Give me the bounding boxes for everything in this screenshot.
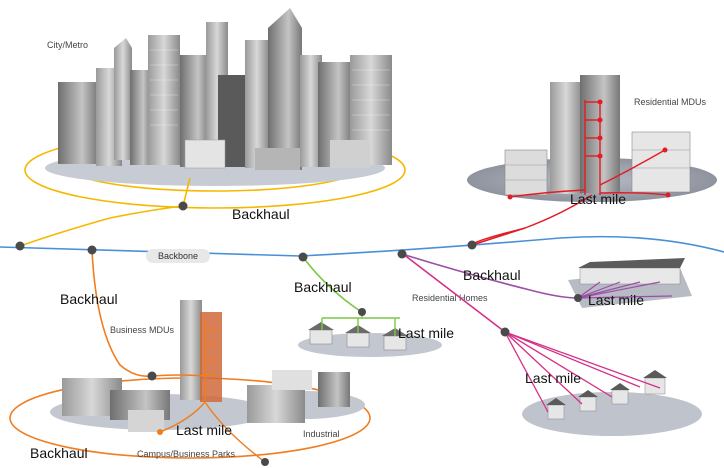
business-mdus-label: Business MDUs: [110, 325, 175, 335]
lastmile-pink-label: Last mile: [525, 370, 581, 386]
campus-label: Campus/Business Parks: [137, 449, 236, 459]
backhaul-left-line: [91, 249, 153, 378]
residential-mdus-cluster: Residential MDUs Last mile: [467, 75, 717, 246]
business-cluster: Business MDUs Industrial Campus/Business…: [9, 249, 371, 463]
mdu-feeder-line: [471, 227, 526, 246]
lastmile-center-label: Last mile: [398, 325, 454, 341]
backbone-label: Backbone: [158, 251, 198, 261]
pink-feeder-line: [402, 253, 506, 333]
backbone-line: [0, 235, 724, 257]
city-metro-label: City/Metro: [47, 40, 88, 50]
lastmile-campus-label: Last mile: [176, 422, 232, 438]
city-skyline: [58, 8, 392, 170]
backhaul-bottom-label: Backhaul: [30, 445, 88, 461]
node-backbone-homes: [397, 249, 407, 259]
backhaul-city-label: Backhaul: [232, 206, 290, 222]
node-backbone-business: [87, 245, 97, 255]
node-campus-bottom: [261, 458, 269, 466]
homes-pink-cluster: Last mile: [402, 253, 702, 436]
node-homes-purple: [574, 294, 582, 302]
node-homes-pink: [500, 327, 510, 337]
lastmile-right-label: Last mile: [588, 292, 644, 308]
homes-green-cluster: Backhaul Last mile Residential Homes: [294, 256, 488, 357]
backhaul-left-label: Backhaul: [60, 291, 118, 307]
backbone-label-pill: Backbone: [146, 249, 210, 263]
node-homes-green: [358, 308, 366, 316]
network-nodes: [15, 201, 582, 466]
node-backbone-center: [298, 252, 308, 262]
node-backbone-left: [15, 241, 25, 251]
node-city-backhaul: [178, 201, 188, 211]
node-backbone-mdus: [467, 240, 477, 250]
backhaul-right-label: Backhaul: [463, 267, 521, 283]
city-backhaul-line: [19, 205, 184, 247]
lastmile-mdus-label: Last mile: [570, 191, 626, 207]
backhaul-right-line: [401, 253, 579, 299]
residential-homes-label: Residential Homes: [412, 293, 488, 303]
backhaul-center-label: Backhaul: [294, 279, 352, 295]
industrial-label: Industrial: [303, 429, 340, 439]
residential-mdus-label: Residential MDUs: [634, 97, 707, 107]
node-business-campus: [147, 371, 157, 381]
homes-purple-cluster: Backhaul Last mile: [401, 253, 692, 308]
city-metro-cluster: City/Metro: [24, 8, 406, 209]
